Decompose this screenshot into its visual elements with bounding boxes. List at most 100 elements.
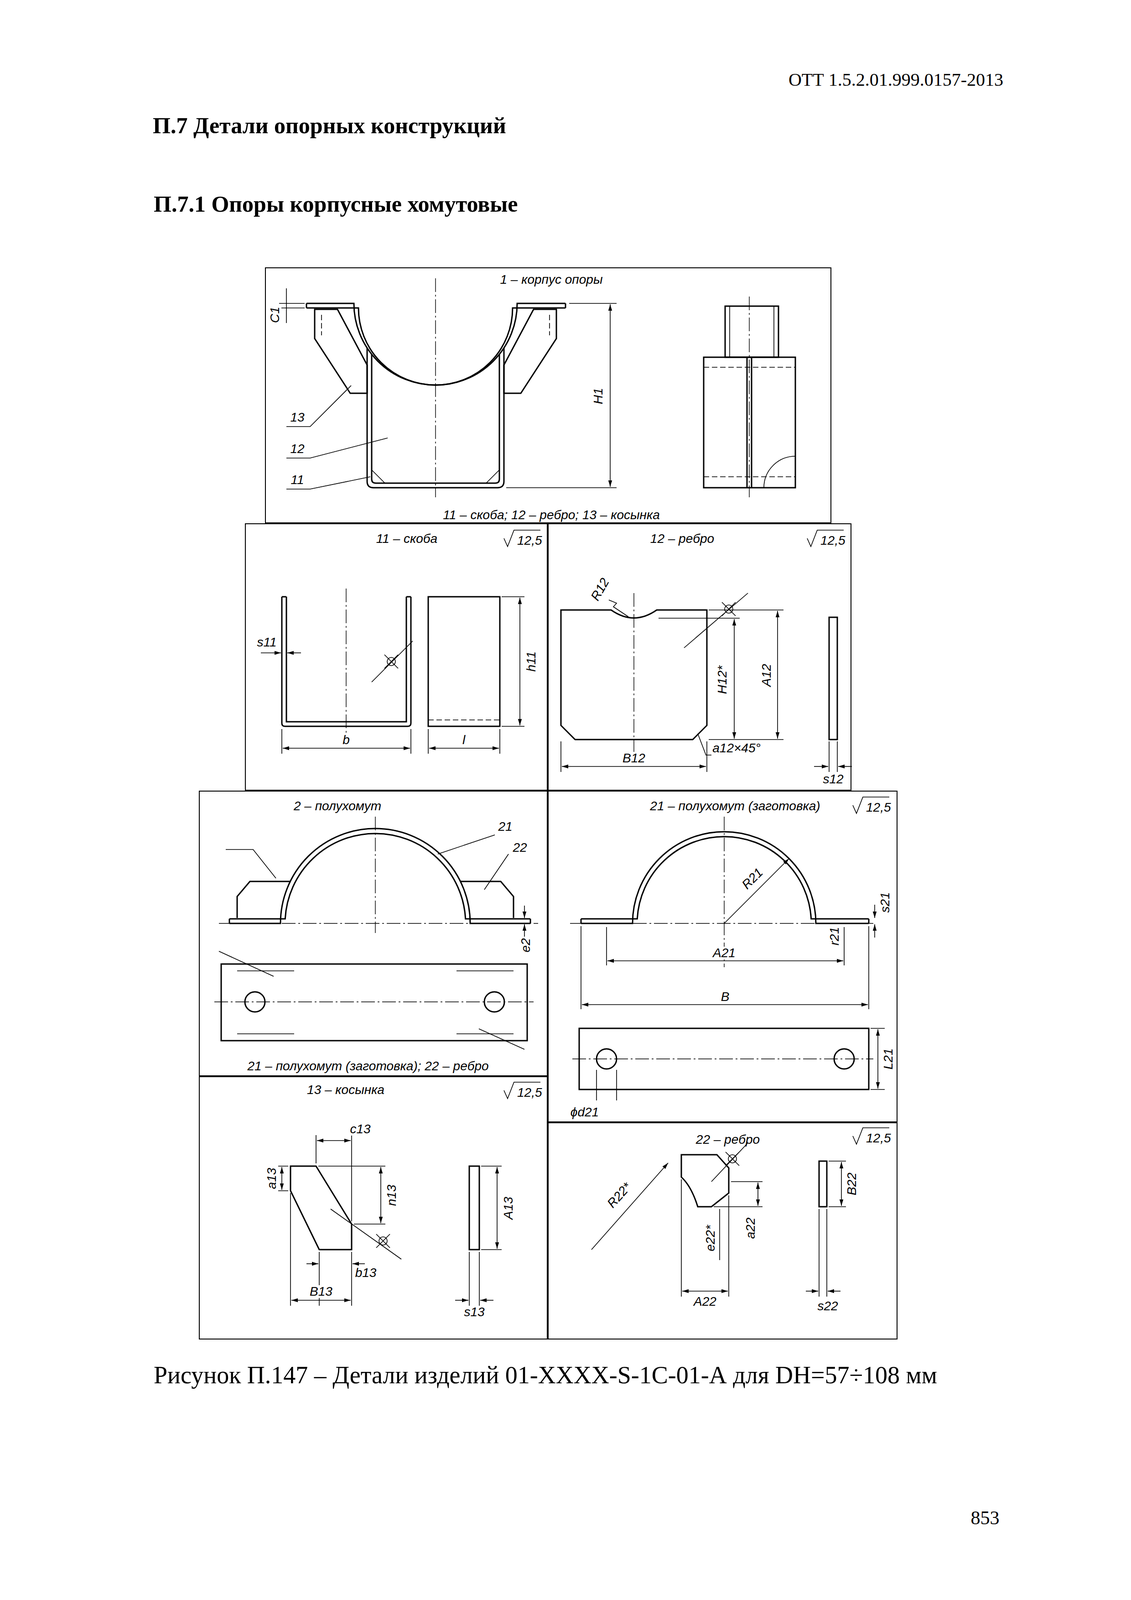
clamp-rib-drawing-line — [805, 1290, 819, 1292]
gusset-drawing-line — [330, 1208, 402, 1259]
dimension-label: 22 — [511, 840, 528, 854]
dimension-label: a13 — [265, 1166, 279, 1190]
rib-drawing — [560, 529, 852, 772]
bracket-drawing-line — [281, 728, 411, 754]
support-body-drawing-line — [725, 306, 779, 358]
dimension-label: c13 — [348, 1122, 372, 1136]
support-body-drawing — [279, 278, 796, 498]
dimension-label: H12* — [715, 664, 729, 695]
half-clamp-blank-drawing-line — [581, 831, 869, 924]
support-body-drawing-line — [506, 303, 617, 488]
dimension-label: A13 — [502, 1195, 515, 1220]
dimension-label: s11 — [255, 635, 278, 649]
gusset-drawing-line — [496, 1166, 498, 1249]
half-clamp-blank-drawing-line — [581, 836, 869, 919]
panel-note: 12,5 — [866, 1131, 892, 1145]
bracket-drawing-line — [260, 652, 281, 654]
panel-note: 12,5 — [820, 533, 846, 548]
panel-title: 13 – косынка — [306, 1082, 385, 1097]
panel-title: 11 – скоба — [376, 531, 438, 546]
panel-note: 12,5 — [517, 1085, 543, 1100]
half-clamp-drawing-line — [523, 923, 525, 937]
dimension-label: s12 — [821, 772, 845, 786]
gusset-drawing-line — [278, 1165, 289, 1191]
rib-drawing-line — [829, 741, 838, 772]
panel-title: 2 – полухомут — [293, 798, 382, 813]
support-body-drawing-line — [748, 296, 750, 498]
panel-title: 21 – полухомут (заготовка) — [649, 798, 820, 813]
dimension-label: C1 — [268, 305, 282, 324]
rib-drawing-line — [777, 610, 779, 739]
rib-drawing-line — [829, 617, 838, 740]
drawing-panel: 13 – косынка 12,5 — [198, 1075, 548, 1339]
clamp-rib-drawing — [591, 1127, 890, 1297]
gusset-drawing — [278, 1081, 541, 1306]
dimension-label: l — [461, 733, 467, 747]
gusset-drawing-line — [480, 1299, 494, 1301]
panel-title: 1 – корпус опоры — [500, 272, 603, 287]
bracket-drawing — [260, 529, 541, 754]
half-clamp-blank-drawing — [570, 796, 890, 1100]
support-body-drawing-line — [503, 309, 557, 394]
clamp-rib-drawing-line — [827, 1290, 841, 1292]
dimension-label: B — [720, 990, 731, 1003]
drawing-panel: 12 – ребро 12,5 — [547, 523, 852, 791]
drawing-panel: 1 – корпус опоры11 – скоба; 12 – ребро; … — [264, 267, 832, 524]
bracket-drawing-line — [345, 588, 347, 735]
dimension-label: n13 — [385, 1183, 399, 1207]
figure-caption: Рисунок П.147 – Детали изделий 01-XXXX-S… — [153, 1360, 938, 1389]
panel-title: 12 – ребро — [650, 531, 715, 546]
half-clamp-blank-drawing-line — [596, 1069, 617, 1100]
half-clamp-drawing-line — [218, 950, 525, 1049]
clamp-rib-drawing-line — [819, 1160, 827, 1207]
dimension-label: A22 — [692, 1294, 718, 1308]
drawing-panel: 22 – ребро12,5 — [547, 1121, 898, 1339]
dimension-label: s21 — [878, 890, 892, 914]
dimension-label: B13 — [308, 1284, 334, 1298]
half-clamp-drawing-line — [237, 881, 291, 918]
clamp-rib-drawing-line — [819, 1208, 827, 1297]
clamp-rib-drawing-line — [840, 1161, 842, 1206]
dimension-label: L21 — [881, 1047, 895, 1071]
dimension-label: 12 — [289, 442, 306, 456]
dimension-label: a22 — [744, 1216, 758, 1240]
bracket-drawing-line — [519, 597, 521, 726]
section-heading: П.7.1 Опоры корпусные хомутовые — [152, 191, 519, 217]
support-body-drawing-line — [435, 278, 436, 498]
half-clamp-drawing-line — [229, 918, 531, 924]
half-clamp-drawing-line — [460, 881, 514, 918]
gusset-drawing-line — [316, 1134, 352, 1221]
support-body-drawing-line — [306, 303, 566, 308]
dimension-label: B12 — [621, 751, 647, 765]
half-clamp-blank-drawing-line — [877, 1028, 879, 1089]
gusset-drawing-line — [290, 1165, 352, 1250]
dimension-label: h11 — [524, 650, 538, 673]
rib-drawing-line — [697, 733, 712, 755]
half-clamp-blank-drawing-line — [724, 858, 789, 924]
half-clamp-blank-drawing-line — [581, 1003, 868, 1005]
support-body-drawing-line — [279, 288, 305, 323]
document-code: ОТТ 1.5.2.01.999.0157-2013 — [787, 69, 1005, 90]
clamp-rib-drawing-line — [713, 1181, 763, 1207]
panel-note: 21 – полухомут (заготовка); 22 – ребро — [247, 1058, 489, 1073]
panel-note: 12,5 — [517, 533, 543, 548]
clamp-rib-drawing-line — [757, 1182, 759, 1206]
clamp-rib-drawing-line — [681, 1178, 729, 1297]
gusset-drawing-line — [455, 1299, 469, 1301]
page-number: 853 — [970, 1506, 1001, 1528]
dimension-label: e22* — [704, 1223, 717, 1252]
half-clamp-drawing-line — [225, 834, 509, 890]
bracket-drawing-line — [371, 640, 413, 682]
dimension-label: s22 — [816, 1299, 839, 1313]
dimension-label: A21 — [711, 946, 737, 960]
support-body-drawing-line — [306, 307, 566, 385]
clamp-rib-drawing-line — [711, 1142, 748, 1182]
gusset-drawing-line — [290, 1192, 352, 1306]
drawing-panel: 2 – полухомут 21 – полухомут (заготовка);… — [198, 790, 548, 1076]
clamp-rib-drawing-line — [591, 1162, 669, 1250]
bracket-drawing-line — [428, 596, 500, 727]
rib-drawing-line — [658, 609, 784, 740]
half-clamp-blank-drawing-line — [874, 904, 876, 918]
